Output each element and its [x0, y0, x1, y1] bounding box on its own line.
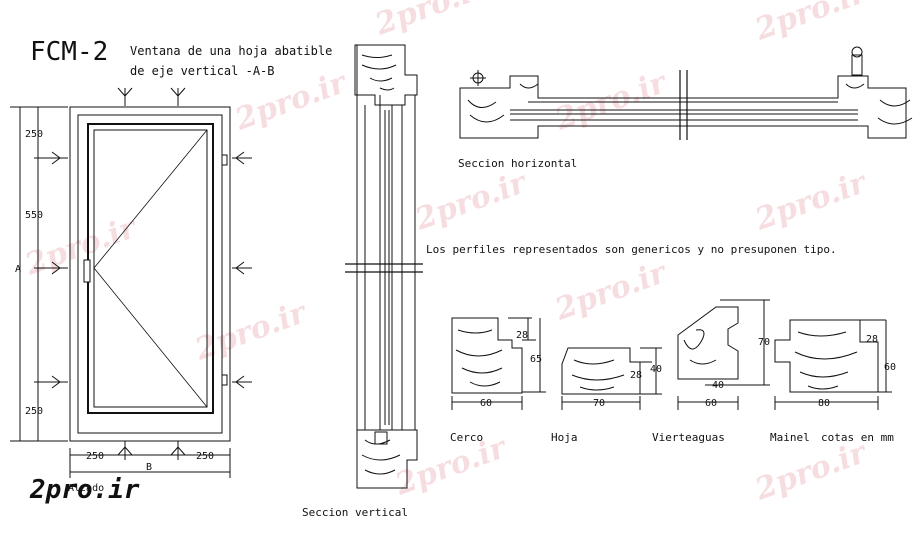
profile-vierteaguas-height: 70: [758, 337, 770, 348]
profile-hoja: [561, 347, 662, 410]
dim-elevation-bottom-right: 250: [196, 451, 214, 462]
elevation-label: Alzado: [68, 483, 104, 494]
units-note: cotas en mm: [821, 431, 894, 444]
dim-elevation-height: A: [15, 264, 21, 275]
general-note: Los perfiles representados son genericos…: [426, 243, 837, 256]
horizontal-section-label: Seccion horizontal: [458, 157, 577, 170]
profile-hoja-width: 70: [593, 398, 605, 409]
profile-cerco-height: 65: [530, 354, 542, 365]
watermark-faint: 2pro.ir: [410, 165, 533, 238]
horizontal-section: [459, 46, 913, 140]
watermark-faint: 2pro.ir: [750, 0, 873, 48]
vertical-section: [345, 44, 423, 489]
watermark-faint: 2pro.ir: [750, 165, 873, 238]
dim-elevation-width: B: [146, 462, 152, 473]
profile-cerco-rebate: 28: [516, 330, 528, 341]
profile-hoja-rebate: 28: [630, 370, 642, 381]
profile-vierteaguas-rebate: 40: [712, 380, 724, 391]
profile-cerco: [451, 317, 546, 410]
profile-cerco-name: Cerco: [450, 431, 483, 444]
profile-vierteaguas-name: Vierteaguas: [652, 431, 725, 444]
profile-hoja-name: Hoja: [551, 431, 578, 444]
profile-mainel-name: Mainel: [770, 431, 810, 444]
drawing-title-line2: de eje vertical -A-B: [130, 64, 275, 78]
watermark-faint: 2pro.ir: [370, 0, 493, 43]
drawing-title-line1: Ventana de una hoja abatible: [130, 44, 332, 58]
drawing-code: FCM-2: [30, 37, 108, 67]
watermark-faint: 2pro.ir: [550, 255, 673, 328]
window-elevation: [10, 87, 252, 478]
watermark-faint: 2pro.ir: [750, 435, 873, 508]
watermark-faint: 2pro.ir: [190, 295, 313, 368]
profile-hoja-height: 40: [650, 364, 662, 375]
watermark-faint: 2pro.ir: [550, 65, 673, 138]
dim-elevation-bottom-left: 250: [86, 451, 104, 462]
watermark-logo: 2pro.ir: [29, 475, 140, 505]
profile-mainel-rebate: 28: [866, 334, 878, 345]
dim-elevation-mid: 550: [25, 210, 43, 221]
profile-vierteaguas-width: 60: [705, 398, 717, 409]
profile-mainel-width: 80: [818, 398, 830, 409]
profile-cerco-width: 60: [480, 398, 492, 409]
dim-elevation-bottom: 250: [25, 406, 43, 417]
vertical-section-label: Seccion vertical: [302, 506, 408, 519]
profile-mainel-height: 60: [884, 362, 896, 373]
profile-mainel: [774, 319, 892, 410]
dim-elevation-top: 250: [25, 129, 43, 140]
profile-vierteaguas: [677, 299, 770, 410]
